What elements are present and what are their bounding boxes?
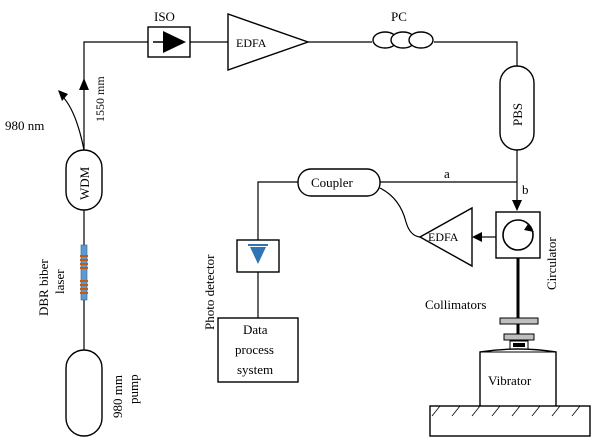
polarization-controller-icon (372, 31, 434, 49)
data-label-line3: system (237, 362, 273, 377)
optical-table-hatching (431, 405, 581, 417)
circulator-arrow-icon (524, 224, 534, 232)
arm-b-label: b (522, 182, 529, 197)
wdm-capsule (65, 149, 103, 211)
isolator-arrow-icon (163, 31, 186, 53)
fiber-coupler-to-detector (257, 181, 298, 240)
pump-capsule (65, 349, 103, 437)
photo-detector-label: Photo detector (202, 254, 217, 330)
arm-a-label: a (444, 166, 450, 181)
wavelength-1550-label: 1550 mm (93, 76, 107, 122)
pump-label-line1: 980 mm (110, 375, 125, 418)
wavelength-980-label: 980 nm (5, 118, 44, 133)
dbr-laser-label-line1: DBR biber (36, 259, 51, 316)
isolator-label: ISO (154, 9, 175, 24)
collimator-mount-inner (513, 343, 525, 347)
pbs-capsule (499, 65, 535, 151)
pc-label: PC (391, 9, 407, 24)
wdm-label: WDM (77, 166, 92, 200)
coupler-label: Coupler (311, 175, 354, 190)
edfa-top-amplifier (227, 13, 311, 71)
collimators-label: Collimators (425, 297, 486, 312)
vibrator-label: Vibrator (488, 373, 532, 388)
edfa-mid-label: EDFA (428, 230, 459, 244)
arrow-circ-to-edfa (472, 232, 482, 242)
circulator-ring (502, 219, 534, 251)
pbs-label: PBS (510, 103, 525, 126)
circulator-label: Circulator (544, 237, 559, 290)
dbr-laser-fiber (80, 244, 88, 301)
collimator-lens-bottom (503, 333, 535, 341)
fiber-left-vertical (83, 41, 148, 150)
edfa-top-label: EDFA (236, 36, 267, 50)
optical-table (429, 405, 591, 437)
dbr-laser-label-line2: laser (52, 269, 67, 294)
edfa-mid-amplifier (418, 206, 473, 268)
data-process-box (217, 317, 299, 383)
coupler-capsule (297, 168, 381, 197)
data-label-line1: Data (243, 322, 268, 337)
fiber-coupler-to-edfa (379, 187, 421, 238)
arrow-1550-head (79, 78, 89, 90)
collimator-lens-top (499, 317, 539, 325)
pump-label-line2: pump (126, 374, 141, 404)
arrow-980nm-head (58, 90, 68, 101)
arm-b-arrow-head (512, 200, 522, 211)
data-label-line2: process (235, 342, 274, 357)
fiber-pc-to-pbs (434, 41, 518, 66)
dbr-grating-marks (80, 255, 88, 294)
photo-detector-diode-icon (250, 247, 266, 264)
arrow-980nm-exit (61, 95, 85, 151)
